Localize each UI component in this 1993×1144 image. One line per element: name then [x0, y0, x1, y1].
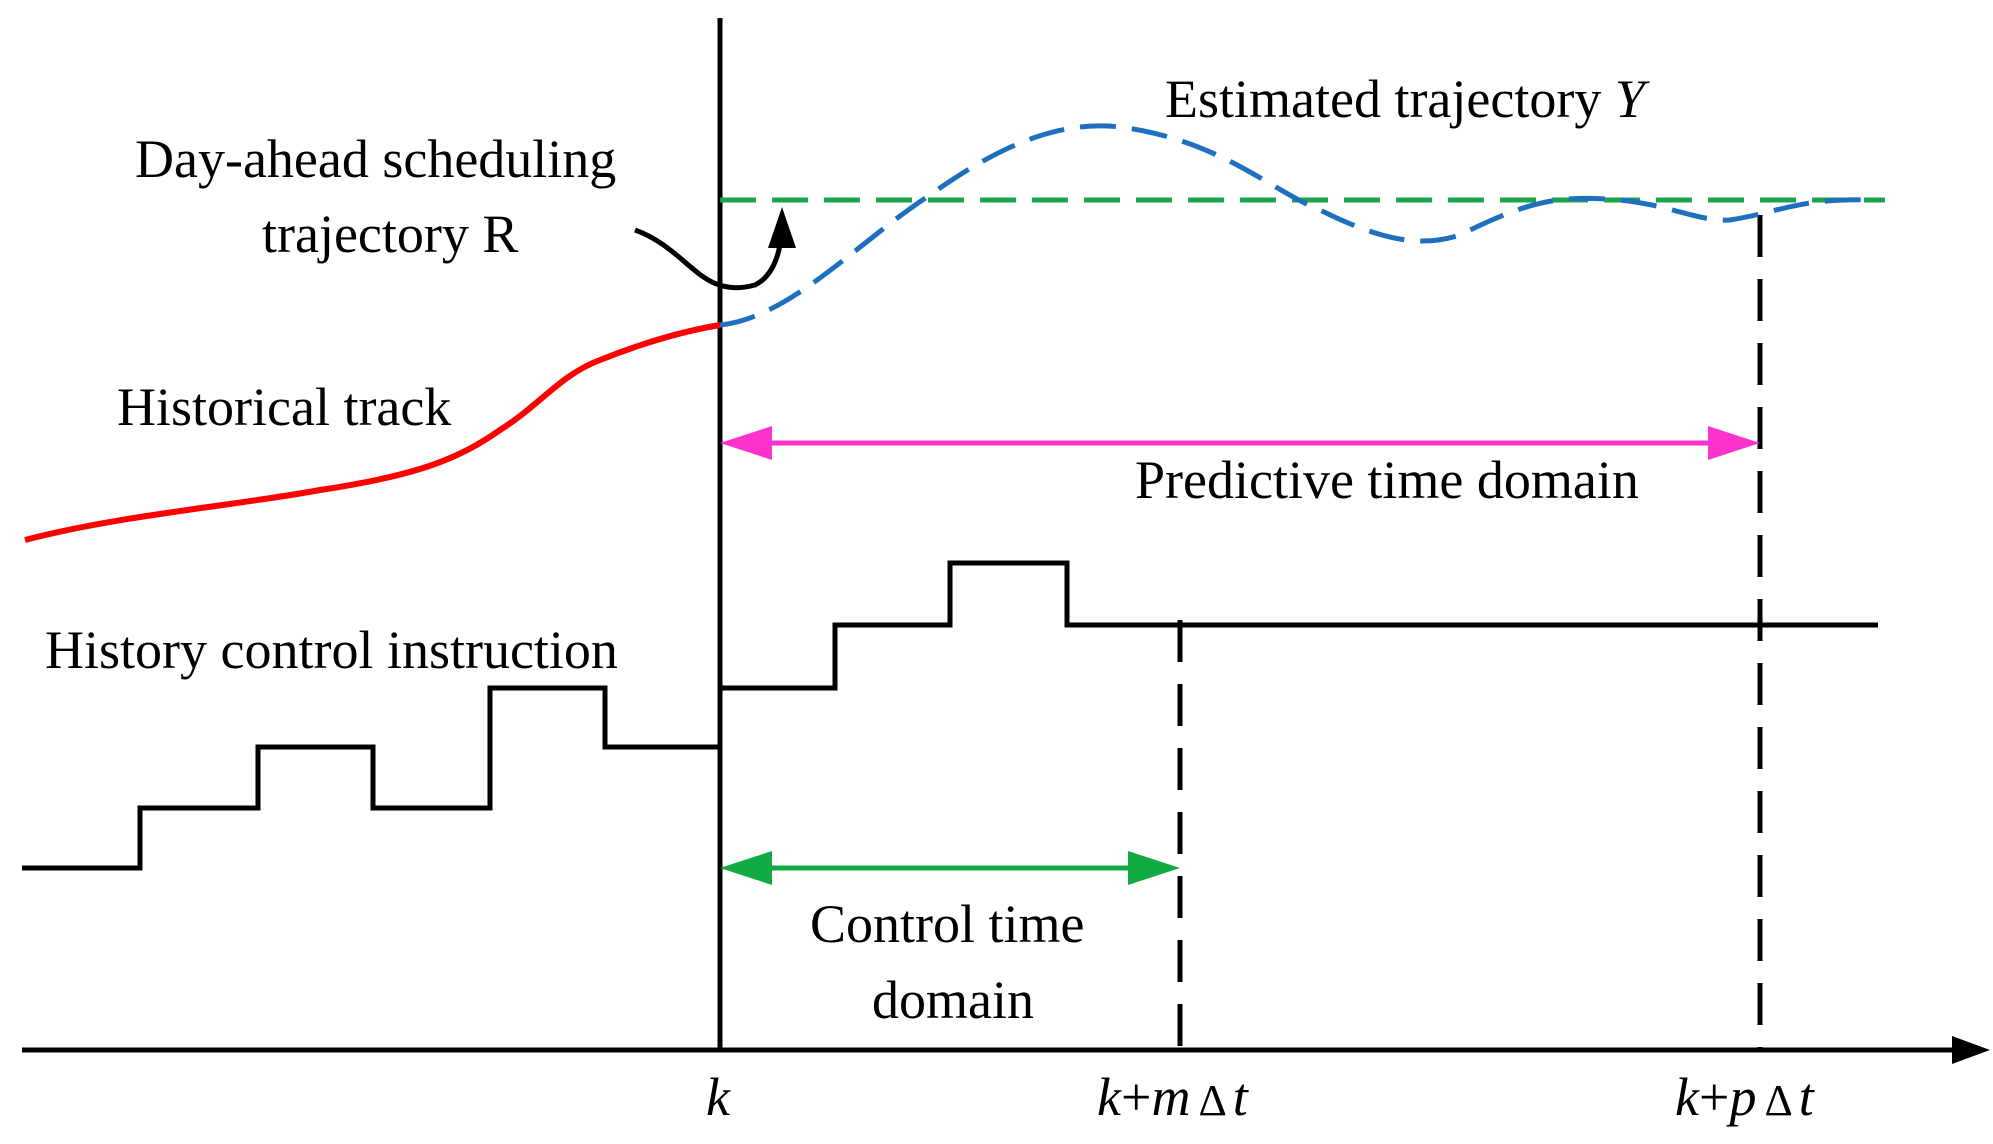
- estimated-trajectory-symbol: Y: [1615, 69, 1650, 129]
- time-axis-arrowhead: [1952, 1036, 1990, 1064]
- reference-pointer-arrow: [634, 227, 785, 291]
- historical-track-curve: [24, 322, 721, 543]
- predictive-arrowhead-left: [720, 426, 772, 460]
- predictive-arrowhead-right: [1708, 426, 1760, 460]
- tick-label-k: k: [706, 1067, 731, 1127]
- future-control-steps: [720, 560, 1878, 691]
- day-ahead-label-line1: Day-ahead scheduling: [135, 129, 616, 189]
- control-time-domain-label-line2: domain: [872, 970, 1034, 1030]
- reference-pointer-arrowhead: [768, 207, 796, 248]
- history-control-instruction-label: History control instruction: [45, 620, 618, 680]
- predictive-time-domain-label: Predictive time domain: [1135, 450, 1639, 510]
- historical-track-label: Historical track: [117, 377, 451, 437]
- history-control-steps: [22, 685, 720, 871]
- estimated-trajectory-label: Estimated trajectory Y: [1165, 69, 1650, 129]
- control-arrowhead-right: [1128, 851, 1180, 885]
- control-arrowhead-left: [720, 851, 772, 885]
- day-ahead-label-line2: trajectory R: [262, 204, 518, 264]
- estimated-trajectory-curve: [719, 123, 1871, 328]
- control-time-domain-label-line1: Control time: [810, 894, 1084, 954]
